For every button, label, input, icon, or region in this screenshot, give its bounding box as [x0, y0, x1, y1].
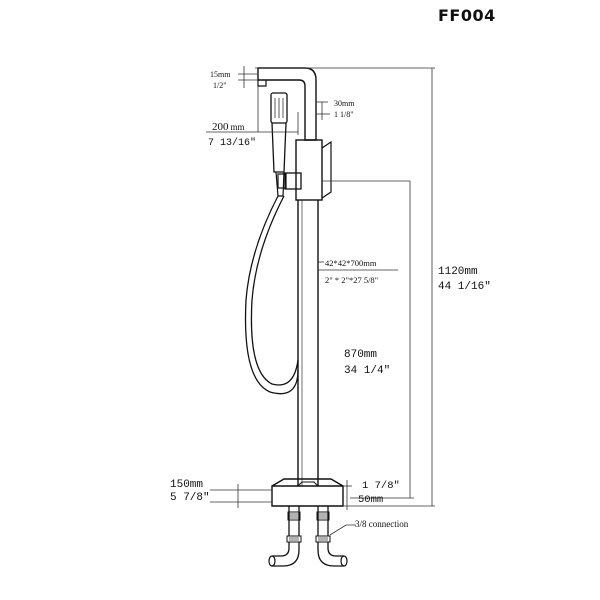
connection-ring-right: [315, 535, 331, 543]
label-handle-height-metric: 870mm: [344, 349, 377, 361]
label-column-imperial: 2" * 2"*27 5/8": [325, 275, 378, 285]
mixer-body: [295, 139, 323, 201]
hand-shower: [270, 92, 288, 197]
shower-head: [270, 92, 288, 124]
label-column-metric: 42*42*700mm: [325, 258, 377, 268]
label-base-height-imperial: 1 7/8": [362, 480, 400, 492]
label-pipe-imperial: 1 1/8": [334, 110, 354, 119]
connector-right: [316, 511, 330, 521]
connection-ring-left: [286, 535, 302, 543]
label-base-height-metric: 50mm: [358, 494, 383, 506]
floor-base: [271, 478, 344, 507]
dimension-lines: [206, 66, 435, 536]
elbow-left-end: [268, 555, 276, 567]
spout-aerator: [257, 80, 267, 87]
elbow-right-end: [340, 555, 348, 567]
label-total-height-metric: 1120mm: [438, 266, 478, 278]
label-reach-imperial: 7 13/16": [208, 137, 256, 149]
model-number: FF004: [438, 6, 496, 25]
elbow-left: [272, 542, 300, 567]
label-connection: 3/8 connection: [355, 519, 409, 529]
mixer-side-plate: [321, 140, 332, 199]
elbow-right: [317, 542, 344, 567]
lever-tip: [277, 173, 287, 189]
supply-leg-right: [317, 506, 329, 536]
label-pipe-metric: 30mm: [334, 99, 355, 108]
shower-handle: [271, 122, 287, 173]
supply-leg-left: [288, 506, 300, 536]
shower-grip: [275, 171, 285, 197]
label-base-width-imperial: 5 7/8": [170, 492, 210, 504]
mixer-lever: [284, 172, 302, 190]
base-top-rim: [297, 481, 319, 487]
label-total-height-imperial: 44 1/16": [438, 281, 491, 293]
shower-hose: [244, 195, 299, 395]
faucet-drawing: [244, 67, 348, 567]
label-spout-imperial: 1/2": [213, 81, 227, 90]
label-spout-metric: 15mm: [210, 70, 231, 79]
connector-left: [287, 511, 301, 521]
label-base-width-metric: 150mm: [170, 479, 203, 491]
label-handle-height-imperial: 34 1/4": [344, 365, 390, 377]
